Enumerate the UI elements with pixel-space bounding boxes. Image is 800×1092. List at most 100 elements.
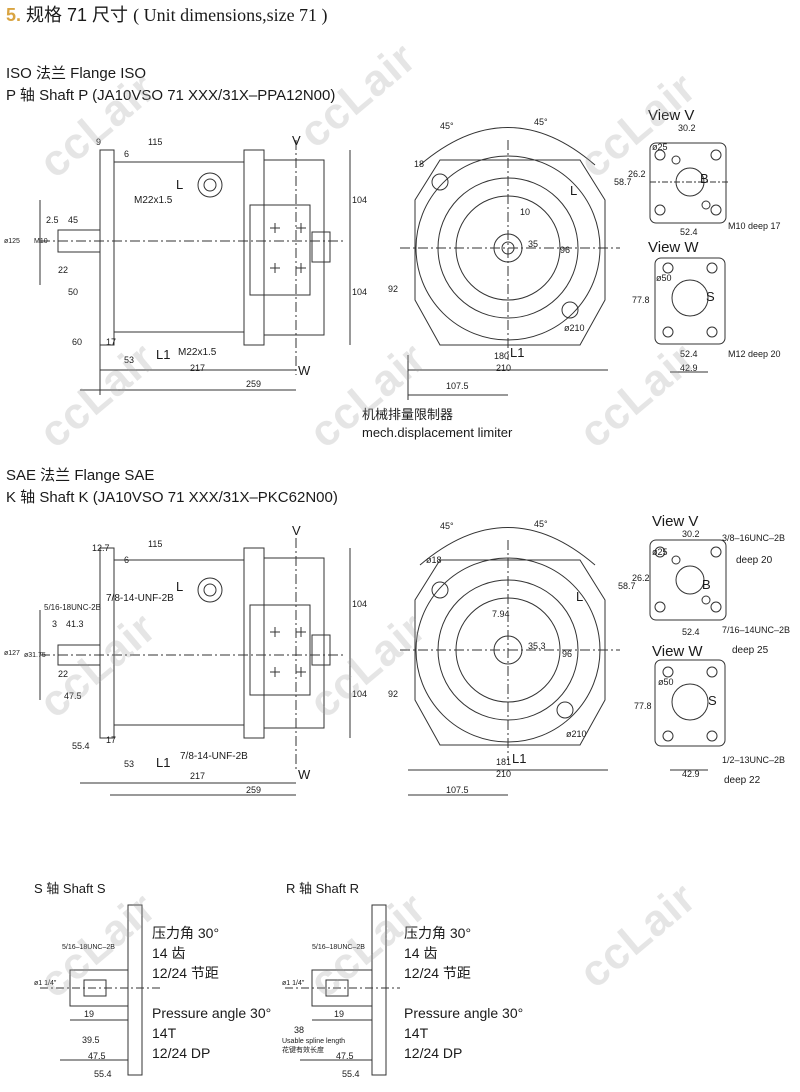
- dim-label: 17: [106, 735, 117, 745]
- iso-view-v-title: View V: [648, 107, 695, 124]
- dim-label: ø18: [426, 555, 442, 565]
- dim-label: M22x1.5: [178, 347, 217, 358]
- dim-label: 180: [494, 351, 510, 361]
- dim-label: 60: [72, 337, 83, 347]
- sae-front-view: [400, 527, 620, 796]
- dim-label: ø25: [652, 142, 668, 152]
- dim-label: 96: [562, 649, 573, 659]
- dim-label: 55.4: [94, 1069, 112, 1079]
- dim-label: Usable spline length: [282, 1038, 346, 1045]
- dim-label: 45°: [534, 117, 548, 127]
- dim-label: 38: [294, 1025, 305, 1035]
- dim-label: 58.7: [618, 581, 636, 591]
- dim-label: 58.7: [614, 177, 632, 187]
- port-s: S: [708, 693, 717, 708]
- sae-view-w-title: View W: [652, 643, 703, 660]
- dim-label: 52.4: [680, 227, 698, 237]
- dim-label: ø210: [566, 729, 587, 739]
- dim-label: ø127: [4, 650, 20, 657]
- dim-label: 30.2: [682, 529, 700, 539]
- marker-v: V: [292, 133, 301, 148]
- thread-deep: deep 20: [736, 555, 773, 566]
- dim-label: 52.4: [680, 349, 698, 359]
- spec-line: 14 齿: [152, 945, 186, 961]
- dim-label: 22: [58, 265, 69, 275]
- dim-label: 35: [528, 239, 539, 249]
- dim-label: 花键有效长度: [282, 1047, 324, 1054]
- dim-label: 92: [388, 284, 399, 294]
- dim-label: 96: [560, 245, 571, 255]
- thread-note: 3/8–16UNC–2B: [722, 533, 786, 543]
- dim-label: 115: [148, 137, 163, 147]
- dim-label: 77.8: [632, 295, 650, 305]
- spec-line: 12/24 节距: [152, 965, 219, 981]
- spec-line: 12/24 DP: [152, 1045, 211, 1061]
- dim-label: 50: [68, 287, 79, 297]
- dim-label: 55.4: [72, 741, 90, 751]
- port-l: L: [176, 177, 184, 192]
- sae-view-v-drawing: [649, 539, 727, 621]
- dim-label: 10: [520, 207, 531, 217]
- title-number: 5.: [6, 5, 22, 25]
- spec-line: 压力角 30°: [152, 925, 220, 941]
- dim-label: 104: [352, 689, 368, 699]
- dim-label: 92: [388, 689, 399, 699]
- port-l-front: L: [576, 589, 584, 604]
- port-l-front: L: [570, 183, 578, 198]
- dim-label: 7.94: [492, 609, 510, 619]
- dim-label: 104: [352, 599, 368, 609]
- dim-label: 6: [124, 149, 130, 159]
- dim-label: ø210: [564, 323, 585, 333]
- sae-flange-heading: SAE 法兰 Flange SAE: [6, 467, 155, 484]
- thread-note: 1/2–13UNC–2B: [722, 755, 786, 765]
- port-b: B: [700, 171, 709, 186]
- shaft-r-title: R 轴 Shaft R: [286, 881, 359, 896]
- dim-label: 42.9: [680, 363, 698, 373]
- dim-label: 5/16–18UNC–2B: [312, 944, 365, 951]
- port-s: S: [706, 289, 715, 304]
- dim-label: 259: [246, 785, 262, 795]
- marker-w: W: [298, 363, 311, 378]
- spec-line: Pressure angle 30°: [404, 1005, 524, 1021]
- dim-label: 45°: [440, 121, 454, 131]
- dim-label: M22x1.5: [134, 195, 173, 206]
- port-l1-front: L1: [510, 345, 525, 360]
- dim-label: ø31.75: [24, 652, 46, 659]
- dim-label: 26.2: [632, 573, 650, 583]
- spec-line: 12/24 DP: [404, 1045, 463, 1061]
- thread-note: 7/16–14UNC–2B: [722, 625, 791, 635]
- iso-view-w-title: View W: [648, 239, 699, 256]
- iso-flange-heading: ISO 法兰 Flange ISO: [6, 65, 147, 82]
- dim-label: 104: [352, 195, 368, 205]
- dim-label: ø50: [658, 677, 674, 687]
- dim-label: 7/8-14-UNF-2B: [106, 593, 174, 604]
- dim-label: 107.5: [446, 785, 469, 795]
- marker-w: W: [298, 767, 311, 782]
- spec-line: 12/24 节距: [404, 965, 471, 981]
- dim-label: 53: [124, 355, 135, 365]
- dim-label: 2.5: [46, 215, 59, 225]
- dim-label: 18: [414, 159, 425, 169]
- title-cn: 规格 71 尺寸: [26, 5, 129, 25]
- dim-label: 5/16–18UNC–2B: [62, 944, 115, 951]
- dim-label: 26.2: [628, 169, 646, 179]
- dim-label: 12.7: [92, 543, 110, 553]
- dim-label: ø25: [652, 547, 668, 557]
- shaft-r-drawing: [285, 904, 400, 1076]
- thread-deep: deep 22: [724, 775, 761, 786]
- dim-label: 5/16-18UNC-2B: [44, 603, 101, 612]
- dim-label: 39.5: [82, 1035, 100, 1045]
- port-l: L: [176, 579, 184, 594]
- spec-line: 14 齿: [404, 945, 438, 961]
- sae-shaft-heading: K 轴 Shaft K (JA10VSO 71 XXX/31X–PKC62N00…: [6, 489, 338, 506]
- dim-label: 47.5: [88, 1051, 106, 1061]
- shaft-s-drawing: [40, 904, 160, 1076]
- dim-label: 6: [124, 555, 130, 565]
- dim-label: 41.3: [66, 619, 84, 629]
- dim-label: 3: [52, 619, 58, 629]
- dim-label: 104: [352, 287, 368, 297]
- dim-label: ø125: [4, 238, 20, 245]
- dim-label: 210: [496, 363, 512, 373]
- dim-label: 52.4: [682, 627, 700, 637]
